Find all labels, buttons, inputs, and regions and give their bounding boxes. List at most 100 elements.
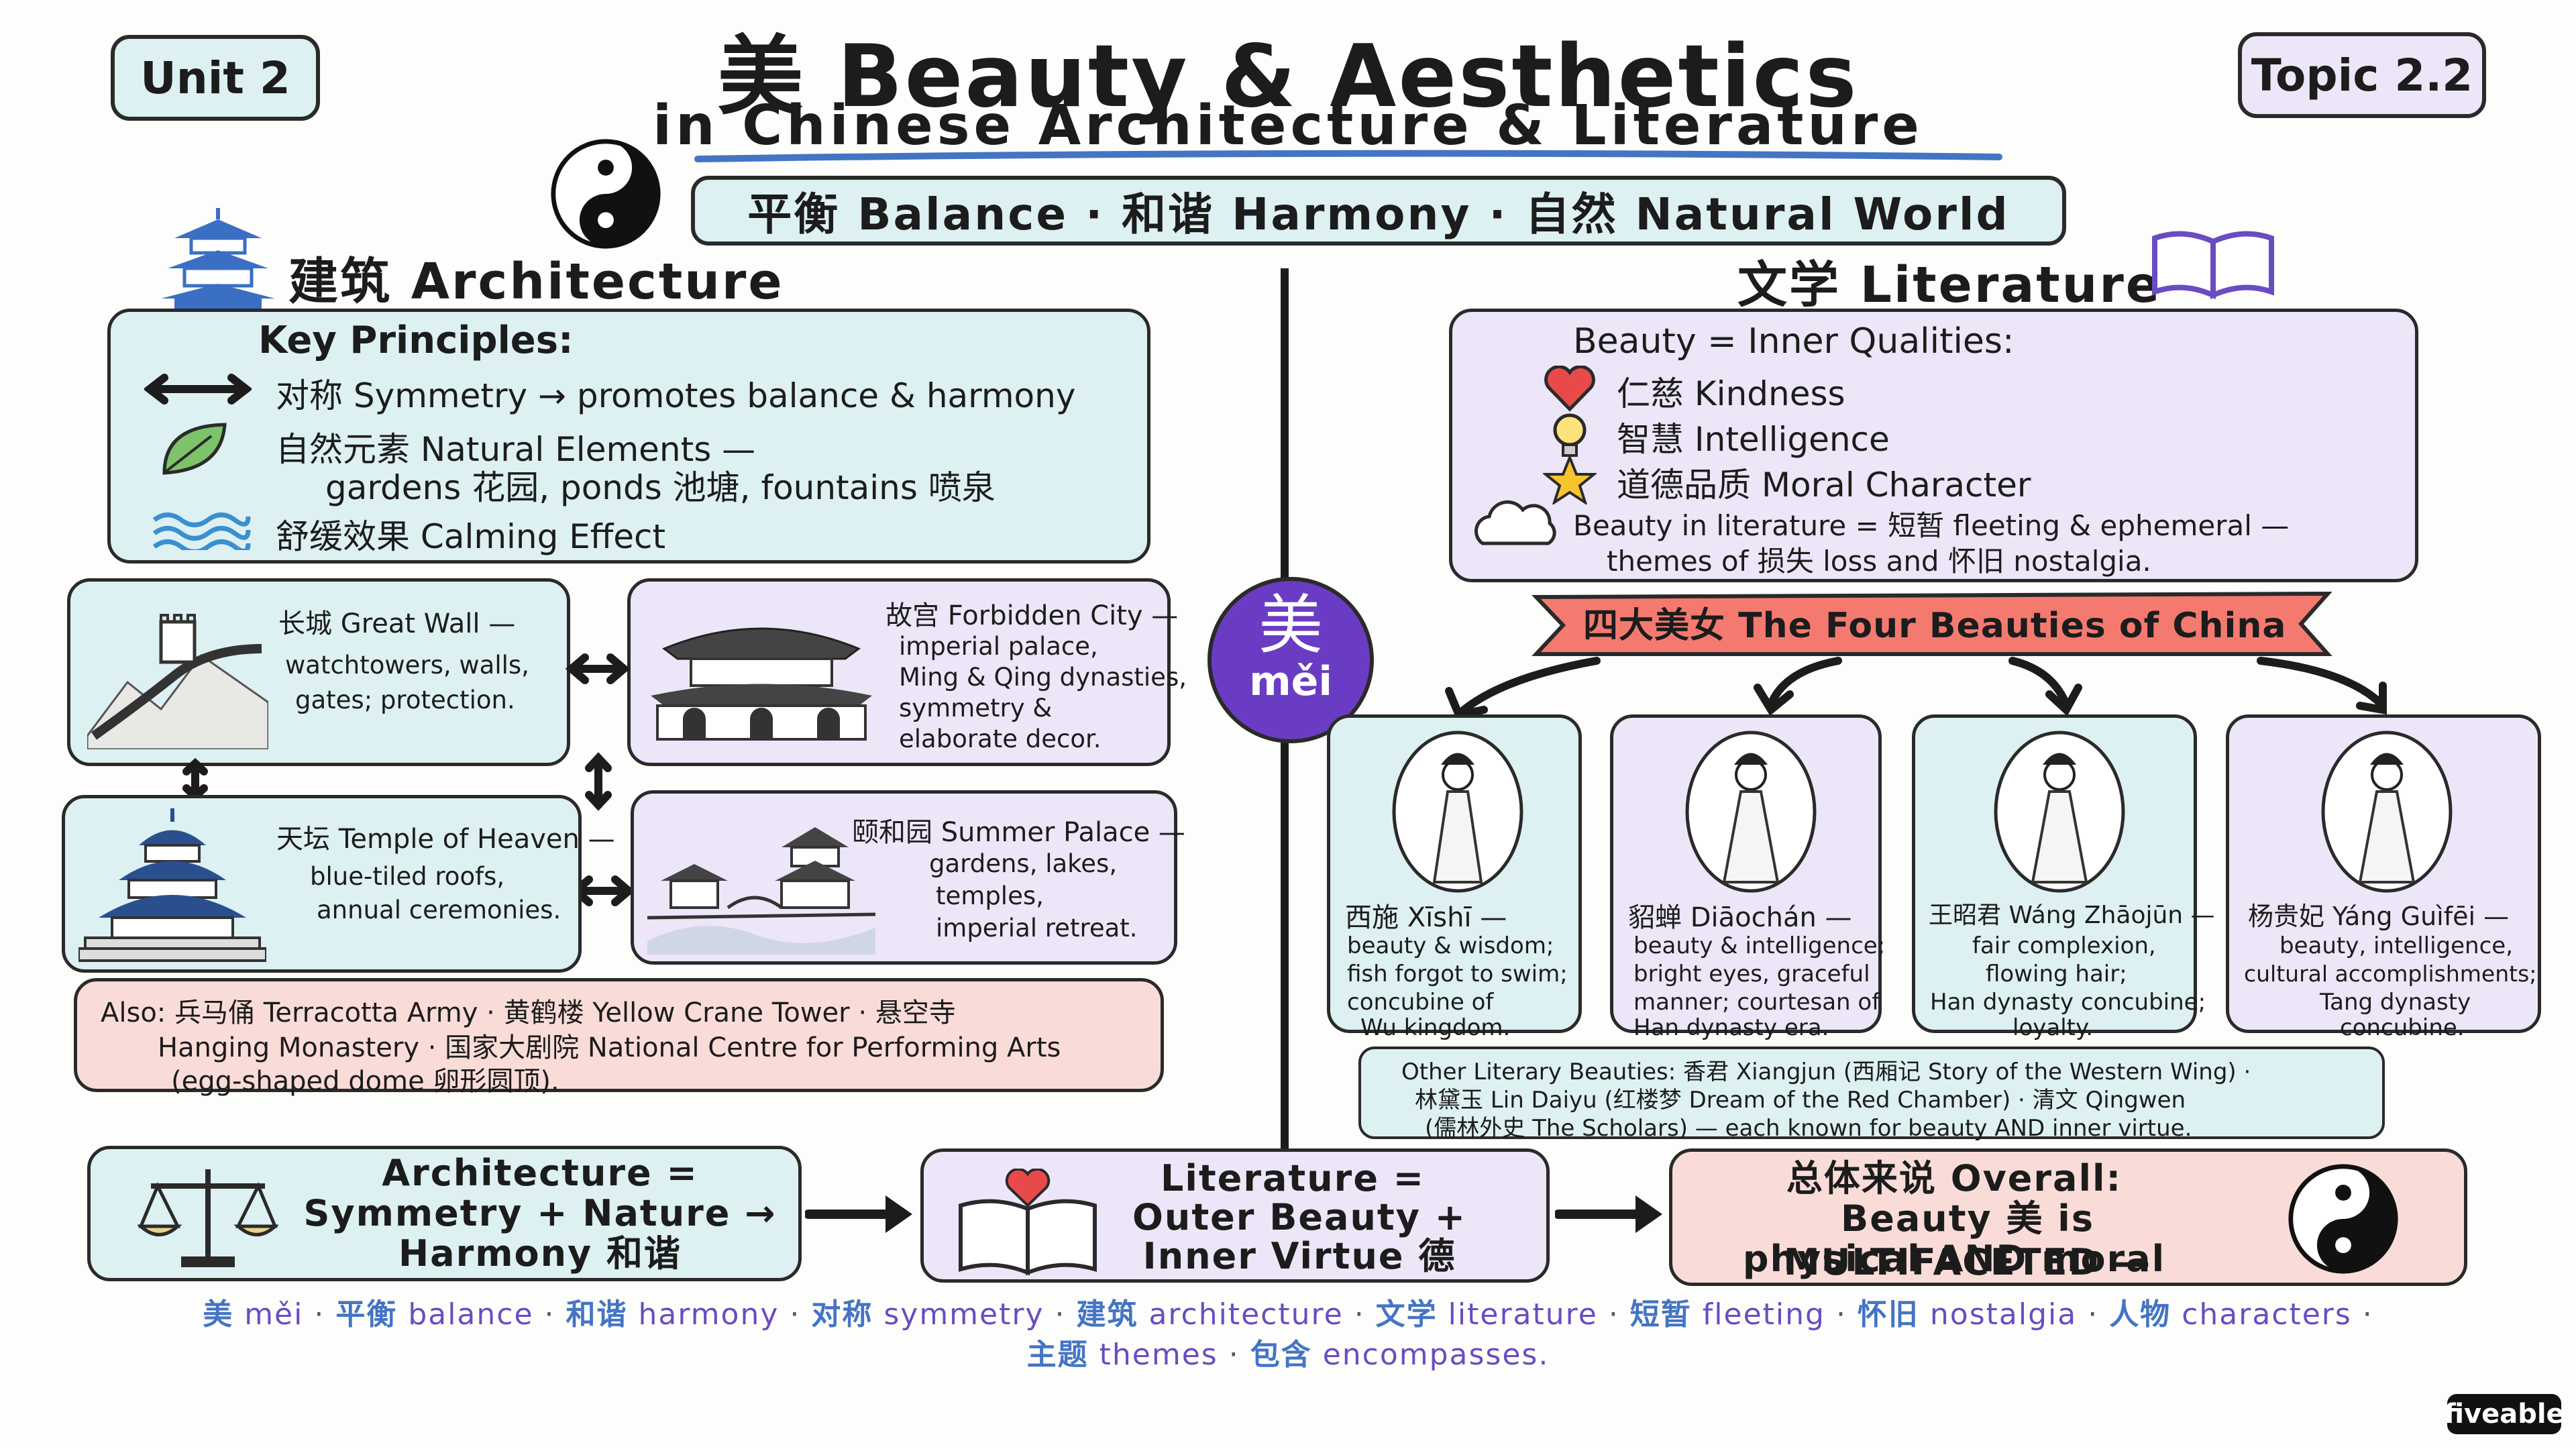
double-arrow-icon <box>144 374 252 405</box>
wangzhaojun-name: 王昭君 Wáng Zhāojūn — <box>1929 902 2215 929</box>
vocab-item: 怀旧 nostalgia <box>1857 1297 2078 1332</box>
beauty-card-diaochan: 貂蝉 Diāochán — beauty & intelligence; bri… <box>1610 714 1886 1041</box>
yangguifei-l2: cultural accomplishments; <box>2244 961 2537 987</box>
forbidden-city-l2: Ming & Qing dynasties, <box>899 663 1187 692</box>
summary-architecture: Architecture = Symmetry + Nature → Harmo… <box>87 1146 802 1281</box>
summer-palace-icon <box>647 827 875 955</box>
summer-palace-l3: imperial retreat. <box>936 914 1138 943</box>
forbidden-city-name: 故宫 Forbidden City — <box>885 600 1179 631</box>
open-book-icon <box>2152 231 2274 300</box>
great-wall-name: 长城 Great Wall — <box>278 608 516 639</box>
yangguifei-l3: Tang dynasty <box>2320 989 2471 1016</box>
forbidden-city-l4: elaborate decor. <box>899 724 1102 753</box>
xishi-l3: concubine of <box>1347 989 1494 1016</box>
yin-yang-small-icon <box>2288 1164 2398 1274</box>
page-title: 美 Beauty & Aesthetics <box>0 7 2576 131</box>
xishi-l4: Wu kingdom. <box>1360 1014 1511 1041</box>
cloud-icon <box>1474 500 1556 545</box>
quality-kindness: 仁慈 Kindness <box>1617 374 1845 413</box>
quality-moral: 道德品质 Moral Character <box>1617 466 2031 504</box>
page-subtitle: in Chinese Architecture & Literature <box>653 94 1923 158</box>
book-heart-icon <box>959 1169 1097 1276</box>
vocab-item: 文学 literature <box>1375 1297 1598 1332</box>
title-glyph: 美 <box>717 27 806 127</box>
xishi-name: 西施 Xīshī — <box>1345 902 1507 933</box>
key-principles-title: Key Principles: <box>258 319 574 362</box>
summary-arch-3: Harmony 和谐 <box>398 1232 682 1275</box>
temple-heaven-l2: annual ceremonies. <box>317 896 561 924</box>
vocab-item: 建筑 architecture <box>1076 1297 1344 1332</box>
star-icon <box>1543 454 1597 504</box>
summary-literature: Literature = Outer Beauty + Inner Virtue… <box>920 1148 1550 1283</box>
temple-heaven-l1: blue-tiled roofs, <box>310 862 505 891</box>
mei-pinyin: měi <box>1249 657 1332 705</box>
summer-palace-l1: gardens, lakes, <box>929 849 1118 878</box>
temple-heaven-card: 天坛 Temple of Heaven — blue-tiled roofs, … <box>62 795 615 973</box>
summer-palace-l2: temples, <box>936 881 1044 910</box>
yangguifei-l4: concubine. <box>2340 1014 2465 1041</box>
vocab-item: 和谐 harmony <box>566 1297 780 1332</box>
beauty-card-yangguifei: 杨贵妃 Yáng Guìfēi — beauty, intelligence, … <box>2226 714 2541 1041</box>
summary-lit-3: Inner Virtue 德 <box>1142 1235 1456 1277</box>
yangguifei-name: 杨贵妃 Yáng Guìfēi — <box>2248 902 2510 931</box>
summary-overall: 总体来说 Overall: Beauty 美 is MULTIFACETED —… <box>1669 1148 2467 1286</box>
great-wall-l1: watchtowers, walls, <box>285 651 529 680</box>
heart-icon <box>1544 366 1595 412</box>
forbidden-city-icon <box>651 627 872 741</box>
summary-overall-1: 总体来说 Overall: <box>1786 1157 2123 1199</box>
scales-icon <box>138 1169 278 1267</box>
summary-arch-1: Architecture = <box>382 1152 698 1194</box>
other-line2: 林黛玉 Lin Daiyu (红楼梦 Dream of the Red Cham… <box>1415 1087 2186 1114</box>
other-line3: (儒林外史 The Scholars) — each known for bea… <box>1425 1115 2192 1142</box>
yangguifei-l1: beauty, intelligence, <box>2279 932 2514 959</box>
principle-natural-2: gardens 花园, ponds 池塘, fountains 喷泉 <box>325 468 996 507</box>
diaochan-l2: bright eyes, graceful <box>1633 961 1870 987</box>
temple-heaven-name: 天坛 Temple of Heaven — <box>276 824 615 855</box>
diaochan-l3: manner; courtesan of <box>1633 989 1880 1016</box>
portrait-diaochan-icon <box>1685 731 1817 893</box>
wangzhaojun-l1: fair complexion, <box>1972 932 2156 959</box>
inner-qualities-box: Beauty = Inner Qualities: 仁慈 Kindness 智慧… <box>1449 309 2418 582</box>
great-wall-l2: gates; protection. <box>295 686 515 714</box>
other-line1: Other Literary Beauties: 香君 Xiangjun (西厢… <box>1401 1059 2251 1085</box>
fleeting-line1: Beauty in literature = 短暂 fleeting & eph… <box>1573 509 2290 542</box>
diaochan-name: 貂蝉 Diāochán — <box>1628 902 1852 933</box>
brand-logo: fiveable <box>2444 1394 2565 1434</box>
portrait-wangzhaojun-icon <box>1994 731 2125 893</box>
pagoda-icon <box>161 208 275 311</box>
vocab-item: 对称 symmetry <box>811 1297 1044 1332</box>
great-wall-icon <box>87 614 268 749</box>
great-wall-card: 长城 Great Wall — watchtowers, walls, gate… <box>67 578 570 766</box>
topic-tag: Topic 2.2 <box>2238 32 2486 118</box>
title-line1: Beauty & Aesthetics <box>837 27 1859 127</box>
summer-palace-card: 颐和园 Summer Palace — gardens, lakes, temp… <box>631 790 1185 965</box>
principle-natural-1: 自然元素 Natural Elements — <box>276 430 756 469</box>
beauty-card-wangzhaojun: 王昭君 Wáng Zhāojūn — fair complexion, flow… <box>1912 714 2215 1041</box>
brand-text: fiveable <box>2444 1399 2565 1430</box>
vocab-item: 平衡 balance <box>335 1297 534 1332</box>
principle-symmetry: 对称 Symmetry → promotes balance & harmony <box>276 376 1076 415</box>
four-beauties-title: 四大美女 The Four Beauties of China <box>1583 606 2287 646</box>
diaochan-l1: beauty & intelligence; <box>1633 932 1886 959</box>
xishi-l1: beauty & wisdom; <box>1347 932 1554 959</box>
title-underline <box>694 150 2002 162</box>
portrait-yangguifei-icon <box>2321 731 2453 893</box>
also-box: Also: 兵马俑 Terracotta Army · 黄鹤楼 Yellow C… <box>74 978 1164 1097</box>
summary-arch-2: Symmetry + Nature → <box>303 1192 777 1234</box>
fleeting-line2: themes of 损失 loss and 怀旧 nostalgia. <box>1607 545 2151 578</box>
wangzhaojun-l2: flowing hair; <box>1986 961 2127 987</box>
forbidden-city-l3: symmetry & <box>899 694 1053 722</box>
also-line2: Hanging Monastery · 国家大剧院 National Centr… <box>158 1032 1061 1063</box>
yin-yang-icon <box>551 139 661 249</box>
other-beauties-box: Other Literary Beauties: 香君 Xiangjun (西厢… <box>1358 1046 2385 1142</box>
summary-lit-2: Outer Beauty + <box>1132 1196 1466 1238</box>
literature-heading: 文学 Literature <box>1737 256 2162 314</box>
wangzhaojun-l4: loyalty. <box>2012 1014 2094 1041</box>
forbidden-city-card: 故宫 Forbidden City — imperial palace, Min… <box>627 578 1187 766</box>
summary-arrow-1 <box>805 1195 912 1233</box>
architecture-heading: 建筑 Architecture <box>288 253 784 311</box>
temple-heaven-icon <box>78 808 266 962</box>
beauty-card-xishi: 西施 Xīshī — beauty & wisdom; fish forgot … <box>1327 714 1582 1041</box>
principle-calming: 舒缓效果 Calming Effect <box>276 517 666 556</box>
